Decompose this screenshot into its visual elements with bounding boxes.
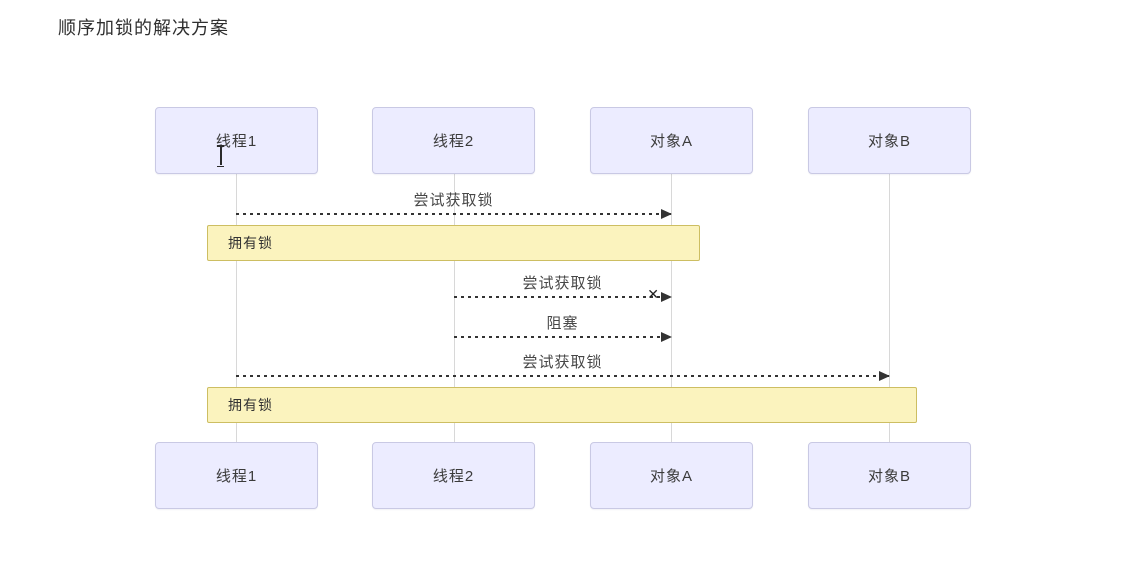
note-label: 拥有锁 bbox=[228, 397, 273, 413]
arrowhead-icon bbox=[661, 292, 672, 302]
arrowhead-icon bbox=[879, 371, 890, 381]
page-title: 顺序加锁的解决方案 bbox=[58, 18, 229, 38]
message-label: 阻塞 bbox=[546, 315, 579, 332]
message-try-lock-2-failed: 尝试获取锁 ✕ bbox=[454, 273, 672, 302]
arrowhead-icon bbox=[661, 209, 672, 219]
lifeline-thread2 bbox=[454, 174, 455, 443]
lifeline-objectA bbox=[671, 174, 672, 443]
lifeline-objectB bbox=[889, 174, 890, 443]
actor-thread2-bottom: 线程2 bbox=[372, 442, 535, 509]
text-cursor-icon bbox=[216, 143, 225, 167]
actor-label: 对象A bbox=[649, 133, 693, 150]
actor-label: 线程2 bbox=[432, 468, 475, 485]
message-try-lock-3: 尝试获取锁 bbox=[236, 352, 890, 381]
note-own-lock-2: 拥有锁 bbox=[207, 387, 917, 423]
lifeline-thread1 bbox=[236, 174, 237, 443]
dashed-arrow bbox=[454, 332, 672, 342]
message-label: 尝试获取锁 bbox=[413, 192, 494, 209]
message-label: 尝试获取锁 bbox=[522, 354, 603, 371]
actor-objectA-top: 对象A bbox=[590, 107, 753, 174]
actor-thread1-top: 线程1 bbox=[155, 107, 318, 174]
actor-label: 线程2 bbox=[432, 133, 475, 150]
note-own-lock-1: 拥有锁 bbox=[207, 225, 700, 261]
fail-cross-icon: ✕ bbox=[647, 286, 659, 302]
dashed-arrow: ✕ bbox=[454, 287, 672, 302]
actor-objectA-bottom: 对象A bbox=[590, 442, 753, 509]
actor-objectB-top: 对象B bbox=[808, 107, 971, 174]
dashed-arrow bbox=[236, 209, 672, 219]
dashed-arrow bbox=[236, 371, 890, 381]
actor-thread2-top: 线程2 bbox=[372, 107, 535, 174]
note-label: 拥有锁 bbox=[228, 235, 273, 251]
actor-thread1-bottom: 线程1 bbox=[155, 442, 318, 509]
actor-label: 对象B bbox=[867, 133, 911, 150]
actor-objectB-bottom: 对象B bbox=[808, 442, 971, 509]
actor-label: 对象B bbox=[867, 468, 911, 485]
message-try-lock-1: 尝试获取锁 bbox=[236, 190, 672, 219]
actor-label: 线程1 bbox=[215, 468, 258, 485]
actor-label: 对象A bbox=[649, 468, 693, 485]
message-label: 尝试获取锁 bbox=[522, 275, 603, 292]
message-blocked: 阻塞 bbox=[454, 313, 672, 342]
arrowhead-icon bbox=[661, 332, 672, 342]
actor-label: 线程1 bbox=[215, 133, 258, 150]
